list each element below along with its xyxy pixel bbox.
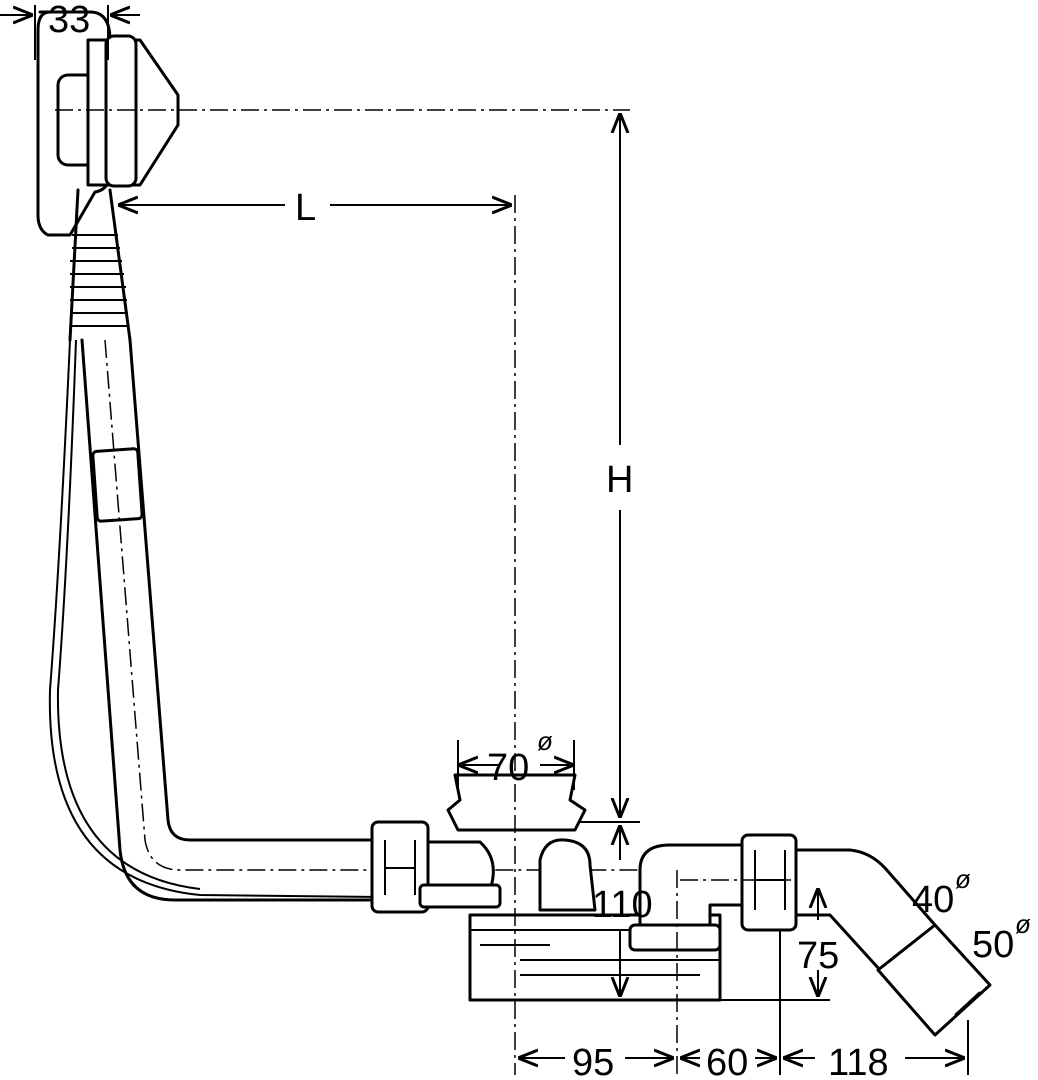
overflow-head bbox=[36, 10, 630, 237]
label-offset-b: 60 bbox=[706, 1042, 748, 1080]
union-nut-left bbox=[370, 820, 430, 914]
diameter-symbol: ø bbox=[537, 726, 553, 756]
label-length: L bbox=[295, 187, 316, 229]
label-drain-height: 110 bbox=[592, 884, 653, 926]
bowden-cable bbox=[48, 339, 381, 898]
dimension-lines bbox=[0, 5, 969, 1075]
label-offset-a: 95 bbox=[572, 1042, 614, 1080]
label-outlet-diameter-small: 40 bbox=[912, 879, 954, 921]
label-height: H bbox=[606, 459, 633, 501]
outlet-pipe bbox=[794, 848, 992, 1037]
diameter-symbol: ø bbox=[1015, 909, 1031, 939]
label-drain-diameter: 70 bbox=[487, 747, 529, 789]
label-overflow-depth: 33 bbox=[48, 0, 90, 41]
flexible-hose bbox=[68, 188, 132, 342]
label-offset-c: 118 bbox=[828, 1042, 889, 1080]
label-outlet-diameter-large: 50 bbox=[972, 924, 1014, 966]
diameter-symbol: ø bbox=[955, 864, 971, 894]
overflow-pipe bbox=[80, 338, 640, 902]
label-outlet-height: 75 bbox=[797, 935, 839, 977]
